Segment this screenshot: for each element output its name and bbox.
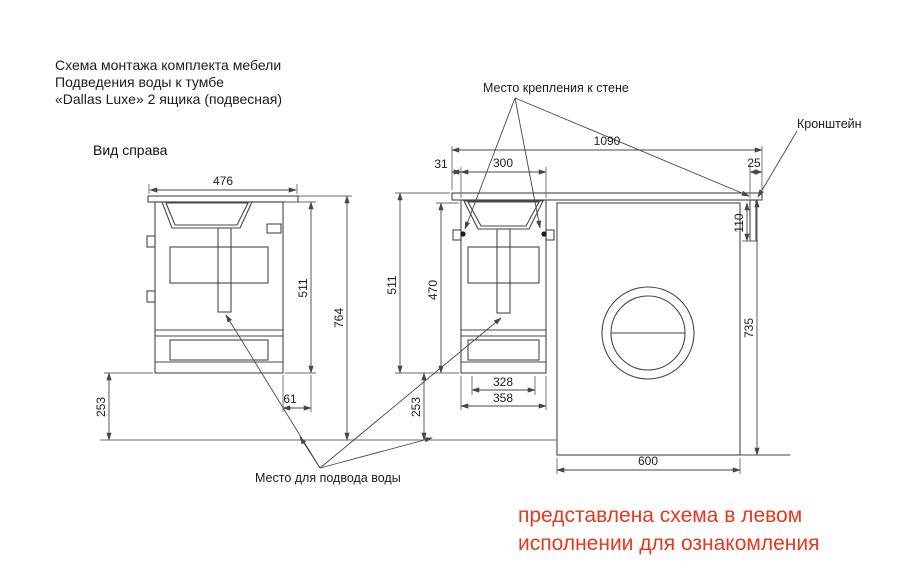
side-view-label: Вид справа xyxy=(93,142,168,158)
orientation-note: представлена схема в левом исполнении дл… xyxy=(518,502,819,558)
front-lower-drawer xyxy=(467,339,540,361)
note-line-1: представлена схема в левом xyxy=(518,504,803,527)
leader-lines xyxy=(225,97,798,469)
front-upper-drawer xyxy=(467,246,540,284)
dim-drawer-inner-width: 328 xyxy=(493,375,513,389)
mount-points xyxy=(460,231,547,237)
dim-side-overall-height: 764 xyxy=(332,308,346,328)
side-drain-pipe xyxy=(217,227,232,313)
dim-side-back-offset: 61 xyxy=(283,392,297,406)
side-wall-tab-top xyxy=(146,235,156,248)
dimension-labels: 476 511 764 253 61 1090 31 300 25 110 51… xyxy=(94,134,761,468)
wall-mount-label: Место крепления к стене xyxy=(483,81,629,95)
front-cabinet-body xyxy=(460,199,547,374)
front-mount-clip-left xyxy=(452,229,462,241)
front-countertop xyxy=(451,192,763,201)
mount-dot-left xyxy=(460,231,466,237)
dim-front-height: 511 xyxy=(385,275,399,294)
side-countertop xyxy=(147,195,299,203)
dim-cabinet-width: 300 xyxy=(493,156,513,170)
front-basin-inner xyxy=(467,201,540,227)
dim-side-top-width: 476 xyxy=(213,174,233,188)
title-line-3: «Dallas Luxe» 2 ящика (подвесная) xyxy=(55,91,283,107)
side-wall-tab-bottom xyxy=(146,290,156,303)
bracket-label: Кронштейн xyxy=(797,117,862,131)
drawing-title: Схема монтажа комплекта мебели Подведени… xyxy=(55,57,282,108)
dim-cabinet-height: 470 xyxy=(426,280,440,300)
side-upper-drawer xyxy=(169,246,269,284)
dim-bracket-drop: 110 xyxy=(732,213,746,232)
dim-washer-width: 600 xyxy=(638,454,658,468)
callout-labels: Место крепления к стене Кронштейн Место … xyxy=(255,81,862,485)
dim-side-bottom-offset: 253 xyxy=(94,397,108,417)
note-line-2: исполнении для ознакомления xyxy=(518,532,820,555)
side-lower-drawer xyxy=(169,339,269,361)
dim-right-overhang: 25 xyxy=(747,156,761,170)
dimension-lines xyxy=(106,147,763,473)
mount-dot-right xyxy=(541,231,547,237)
side-basin-inner xyxy=(165,202,249,226)
title-line-1: Схема монтажа комплекта мебели xyxy=(55,57,282,73)
side-view-drawing xyxy=(146,195,299,374)
dim-front-bottom-offset: 253 xyxy=(409,397,423,417)
bracket-shape xyxy=(749,199,757,242)
washer-door-outer xyxy=(601,286,695,380)
dim-total-width: 1090 xyxy=(594,134,621,148)
side-rail-block xyxy=(266,223,282,234)
dim-drawer-outer-width: 358 xyxy=(493,391,513,405)
washing-machine-body xyxy=(556,202,741,456)
side-basin-outer xyxy=(161,201,253,229)
extension-lines xyxy=(100,146,763,474)
dim-counter-to-floor: 735 xyxy=(742,318,756,338)
side-cabinet-body xyxy=(154,201,284,374)
water-supply-label: Место для подвода воды xyxy=(255,471,401,485)
front-mount-clip-right xyxy=(545,229,555,241)
front-drain-pipe xyxy=(496,228,511,314)
front-basin-outer xyxy=(463,200,544,230)
title-line-2: Подведения воды к тумбе xyxy=(55,74,224,90)
dim-side-cabinet-height: 511 xyxy=(296,278,310,297)
front-view-drawing xyxy=(451,192,790,456)
dim-left-overhang: 31 xyxy=(434,157,448,171)
